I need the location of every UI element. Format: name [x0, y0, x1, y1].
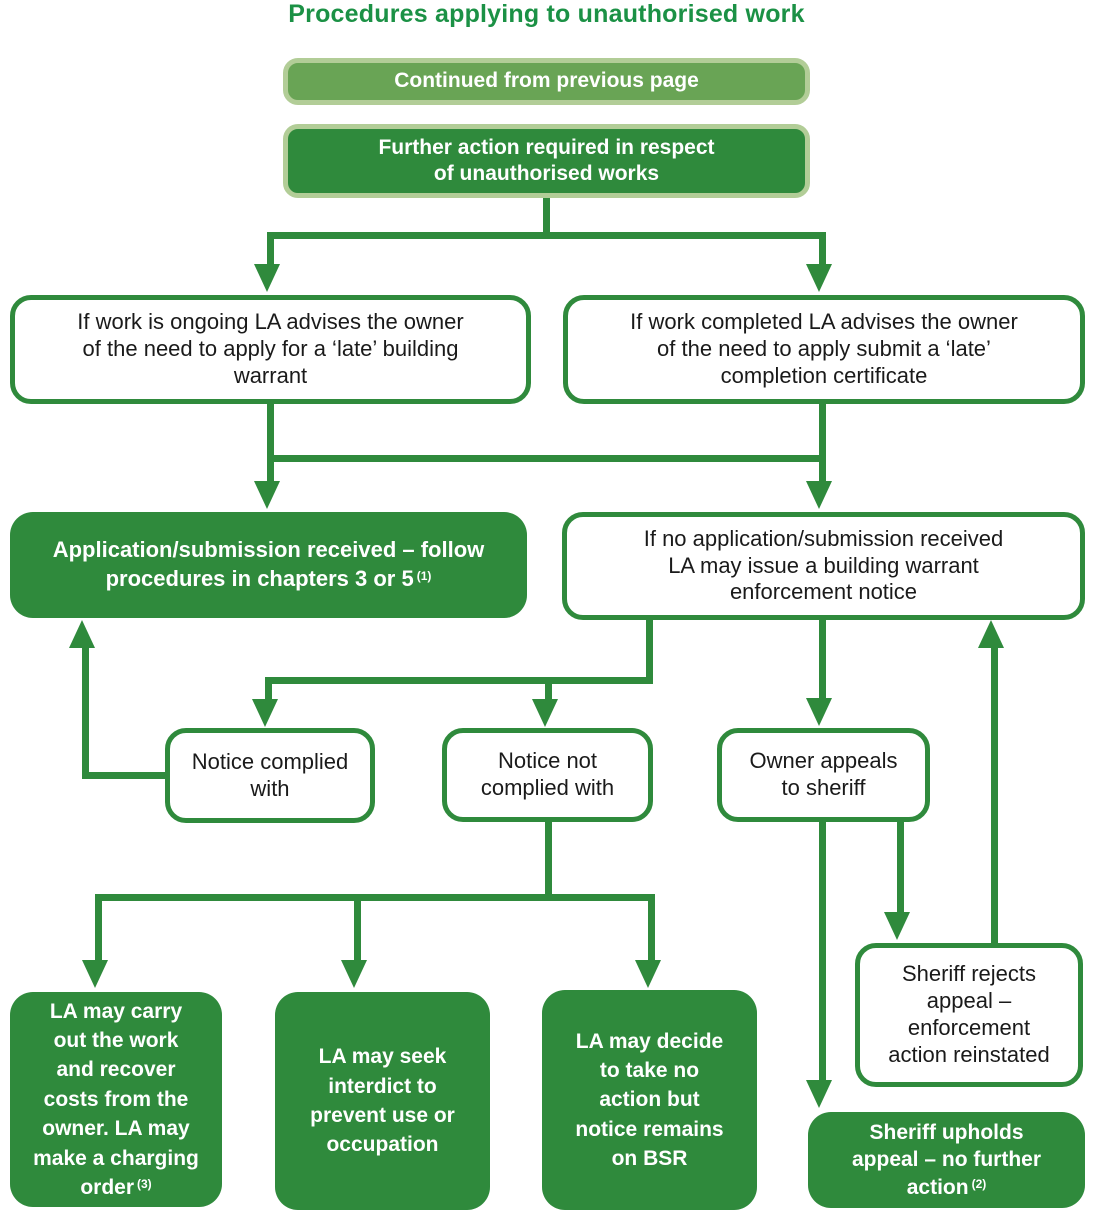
- connector-line: [819, 820, 826, 1082]
- connector-line: [819, 618, 826, 700]
- node-label: Notice not complied with: [480, 748, 615, 800]
- node-continued-from-previous-page: Continued from previous page: [283, 58, 810, 105]
- arrow-down-icon: [635, 960, 661, 988]
- node-application-received: Application/submission received – follow…: [10, 512, 527, 618]
- node-label: Sheriff upholds appeal – no further acti…: [851, 1121, 1042, 1199]
- node-label: LA may seek interdict to prevent use or …: [310, 1045, 455, 1157]
- node-work-completed-late-completion-certificate: If work completed LA advises the owner o…: [563, 295, 1085, 404]
- node-notice-not-complied-with: Notice not complied with: [442, 728, 653, 822]
- node-la-no-action-notice-remains: LA may decide to take no action but noti…: [542, 990, 757, 1210]
- node-work-ongoing-late-building-warrant: If work is ongoing LA advises the owner …: [10, 295, 531, 404]
- node-owner-appeals-to-sheriff: Owner appeals to sheriff: [717, 728, 930, 822]
- arrow-down-icon: [82, 960, 108, 988]
- connector-line: [95, 894, 655, 901]
- node-la-carry-out-work-charging-order: LA may carry out the work and recover co…: [10, 992, 222, 1207]
- node-label: LA may carry out the work and recover co…: [33, 999, 199, 1199]
- arrow-down-icon: [252, 699, 278, 727]
- arrow-down-icon: [884, 912, 910, 940]
- connector-line: [265, 677, 653, 684]
- node-sheriff-upholds-appeal: Sheriff upholds appeal – no further acti…: [808, 1112, 1085, 1208]
- connector-line: [82, 646, 89, 779]
- footnote-3: (3): [137, 1176, 152, 1191]
- node-label: Sheriff rejects appeal – enforcement act…: [888, 961, 1050, 1067]
- node-label: Further action required in respect of un…: [378, 135, 715, 185]
- connector-line: [819, 403, 826, 483]
- node-sheriff-rejects-appeal: Sheriff rejects appeal – enforcement act…: [855, 943, 1083, 1087]
- arrow-down-icon: [806, 264, 832, 292]
- connector-line: [354, 901, 361, 964]
- node-label: Notice complied with: [191, 748, 349, 801]
- connector-line: [648, 894, 655, 964]
- node-la-seek-interdict: LA may seek interdict to prevent use or …: [275, 992, 490, 1210]
- node-label: Application/submission received – follow…: [52, 537, 485, 591]
- node-label: Owner appeals to sheriff: [749, 748, 898, 800]
- arrow-down-icon: [532, 699, 558, 727]
- connector-line: [819, 232, 826, 266]
- arrow-down-icon: [254, 264, 280, 292]
- node-label: Continued from previous page: [394, 69, 699, 93]
- node-further-action-required: Further action required in respect of un…: [283, 124, 810, 198]
- node-label: If no application/submission received LA…: [643, 525, 1004, 605]
- node-label: LA may decide to take no action but noti…: [575, 1029, 724, 1171]
- footnote-1: (1): [416, 569, 432, 583]
- connector-line: [267, 232, 274, 266]
- connector-line: [95, 894, 102, 964]
- connector-line: [897, 820, 904, 914]
- connector-line: [991, 646, 998, 943]
- connector-line: [82, 772, 167, 779]
- connector-line: [545, 820, 552, 897]
- connector-line: [267, 403, 274, 483]
- node-label: If work completed LA advises the owner o…: [630, 309, 1018, 388]
- page-title: Procedures applying to unauthorised work: [288, 0, 805, 28]
- footnote-2: (2): [971, 1176, 987, 1191]
- arrow-down-icon: [806, 698, 832, 726]
- node-no-application-enforcement-notice: If no application/submission received LA…: [562, 512, 1085, 620]
- connector-line: [267, 455, 826, 462]
- arrow-up-icon: [978, 620, 1004, 648]
- arrow-up-icon: [69, 620, 95, 648]
- connector-line: [545, 684, 552, 702]
- connector-line: [265, 677, 272, 703]
- arrow-down-icon: [806, 1080, 832, 1108]
- connector-line: [646, 618, 653, 684]
- arrow-down-icon: [341, 960, 367, 988]
- node-notice-complied-with: Notice complied with: [165, 728, 375, 823]
- node-label: If work is ongoing LA advises the owner …: [77, 309, 464, 388]
- connector-line: [543, 196, 550, 236]
- arrow-down-icon: [254, 481, 280, 509]
- arrow-down-icon: [806, 481, 832, 509]
- connector-line: [267, 232, 826, 239]
